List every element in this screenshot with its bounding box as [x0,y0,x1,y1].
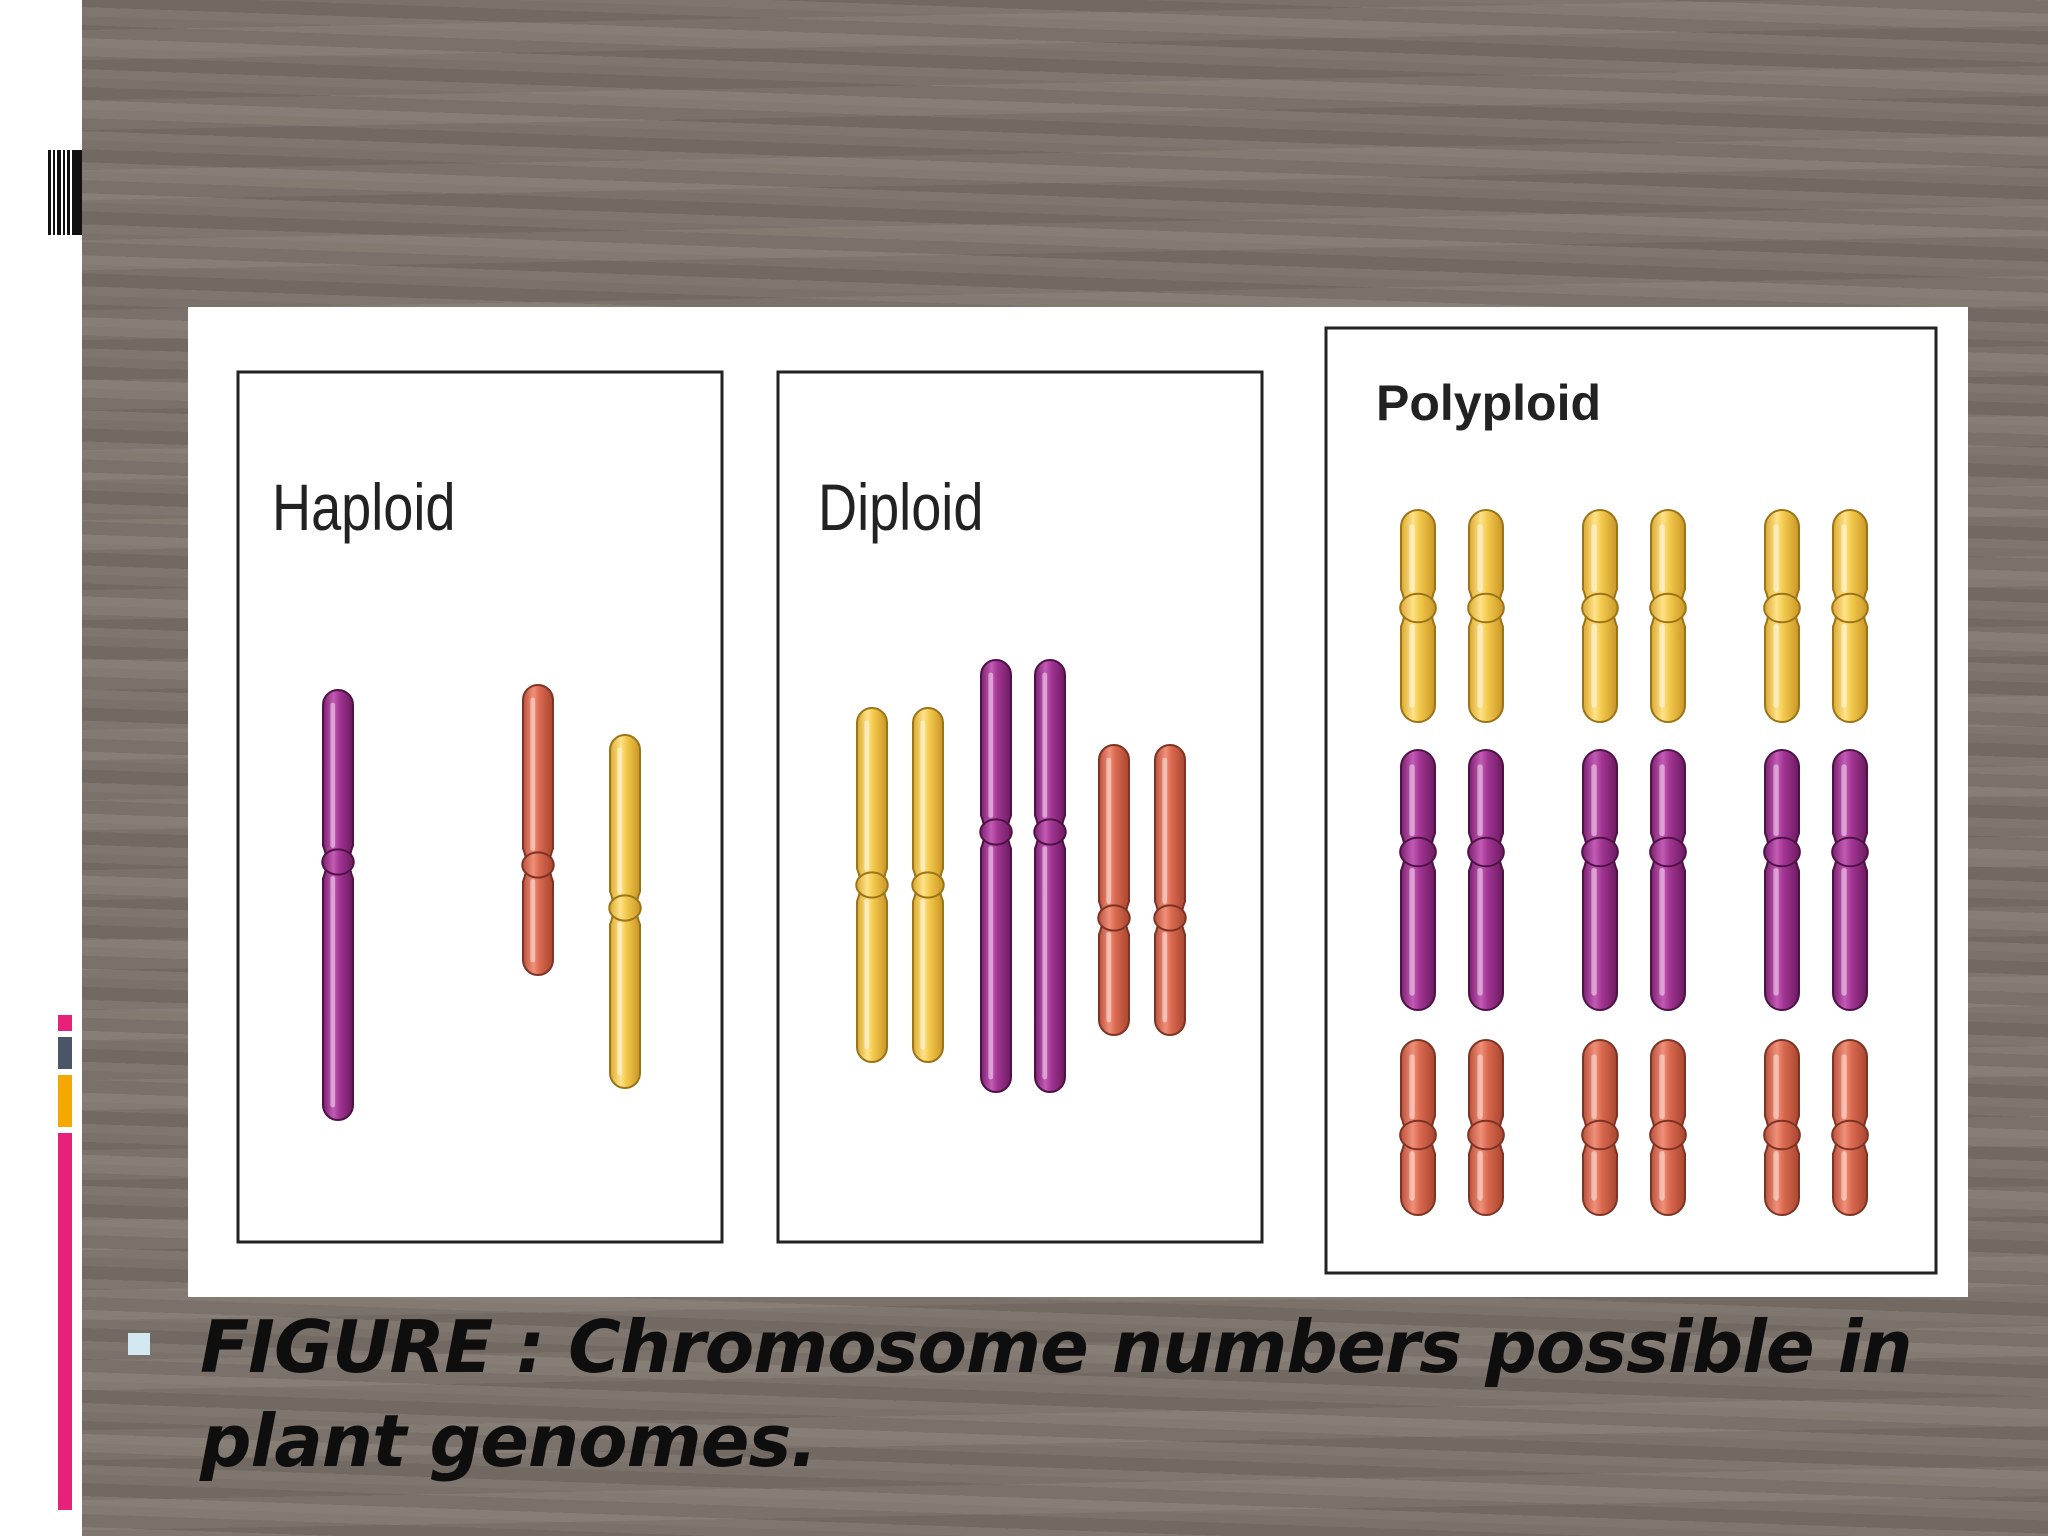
caption-text: FIGURE : Chromosome numbers possible in … [200,1305,1913,1483]
chromosome-orange [1097,744,1131,1036]
chromosome-orange [1467,1039,1505,1216]
chromosome-yellow [1467,509,1505,723]
panel-label-polyploid: Polyploid [1376,375,1601,431]
chromosome-purple [979,659,1013,1093]
chromosome-yellow [1763,509,1801,723]
panel-polyploid: Polyploid [1324,326,1938,1275]
chromosome-purple [321,689,355,1121]
chromosome-purple [1467,749,1505,1011]
diploid-chromosomes [855,659,1187,1093]
chromosome-purple [1581,749,1619,1011]
accent-bars-decoration [58,1015,72,1510]
chromosome-yellow [608,734,642,1089]
chromosome-yellow [1649,509,1687,723]
panel-label-haploid: Haploid [272,470,456,544]
chromosome-purple [1831,749,1869,1011]
chromosome-yellow [855,707,889,1063]
panel-diploid: Diploid [776,370,1264,1244]
panel-label-diploid: Diploid [818,470,983,544]
chromosome-yellow [911,707,945,1063]
panel-haploid: Haploid [236,370,724,1244]
chromosome-orange [1399,1039,1437,1216]
chromosome-purple [1763,749,1801,1011]
barcode-decoration [48,150,82,235]
chromosome-orange [1649,1039,1687,1216]
chromosome-yellow [1581,509,1619,723]
chromosome-orange [1153,744,1187,1036]
chromosome-purple [1399,749,1437,1011]
chromosome-orange [1763,1039,1801,1216]
haploid-chromosomes [321,684,642,1121]
chromosome-yellow [1399,509,1437,723]
chromosome-orange [1831,1039,1869,1216]
chromosome-purple [1033,659,1067,1093]
chromosome-orange [521,684,555,976]
figure-caption: FIGURE : Chromosome numbers possible in … [130,1300,2010,1488]
chromosome-orange [1581,1039,1619,1216]
chromosome-purple [1649,749,1687,1011]
polyploid-chromosomes [1399,509,1869,1216]
chromosome-yellow [1831,509,1869,723]
caption-bullet [128,1333,150,1355]
